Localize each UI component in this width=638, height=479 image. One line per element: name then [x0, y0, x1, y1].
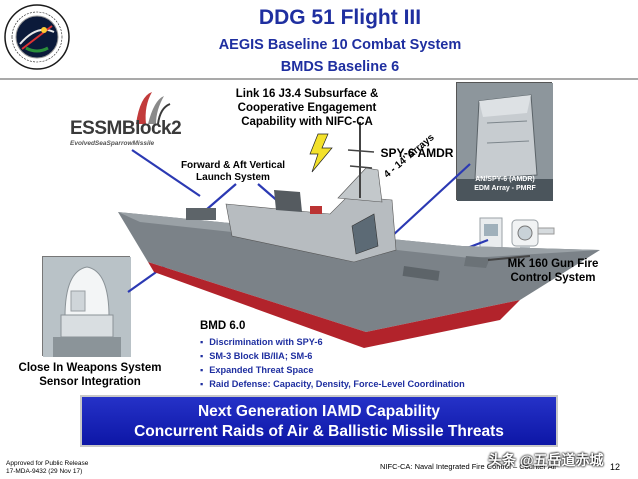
ship-superstructure: [225, 195, 397, 263]
release-line1: Approved for Public Release: [6, 460, 89, 467]
essm-logo-subtext: EvolvedSeaSparrowMissile: [70, 140, 155, 147]
release-line2: 17-MDA-9432 (29 Nov 17): [6, 468, 83, 476]
page-title: DDG 51 Flight III: [258, 6, 422, 29]
spy6-arrow: [391, 163, 471, 237]
bmd-item: Expanded Threat Space: [200, 363, 465, 377]
spy6-array-face: [351, 213, 379, 255]
bmd-item: Raid Defense: Capacity, Density, Force-L…: [200, 377, 464, 391]
mk160-label: MK 160 Gun Fire Control System: [507, 258, 599, 284]
essm-arrow: [131, 149, 201, 197]
banner-line2: Concurrent Raids of Air & Ballistic Miss…: [134, 423, 504, 440]
header-divider: [0, 78, 638, 80]
vls-fwd-cells: [402, 266, 440, 281]
link16-label: Link 16 J3.4 Subsurface & Cooperative En…: [235, 88, 379, 128]
ship-hull: [118, 212, 600, 332]
bmd-item: Discrimination with SPY-6: [200, 335, 465, 349]
ciws-photo: [42, 256, 131, 357]
datalink-lightning-icon: [309, 133, 333, 173]
ship-hull-waterline: [148, 262, 520, 348]
spy6-radar-photo: AN/SPY-6 (AMDR) EDM Array - PMRF: [456, 82, 553, 201]
page-subtitle-2: BMDS Baseline 6: [280, 59, 400, 75]
page-subtitle: AEGIS Baseline 10 Combat System: [218, 37, 462, 53]
capability-banner: Next Generation IAMD Capability Concurre…: [80, 395, 558, 447]
banner-line1: Next Generation IAMD Capability: [197, 403, 440, 420]
vls-label: Forward & Aft Vertical Launch System: [180, 160, 286, 183]
essm-block2-logo: ESSMBlock2 EvolvedSeaSparrowMissile: [66, 86, 182, 154]
essm-logo-text: ESSMBlock2: [70, 118, 182, 139]
spy6-caption-line2: EDM Array - PMRF: [474, 184, 536, 192]
spy6-photo-caption: AN/SPY-6 (AMDR) EDM Array - PMRF: [463, 176, 547, 193]
ciws-label: Close In Weapons System Sensor Integrati…: [18, 362, 162, 388]
agency-seal-icon: [4, 4, 70, 70]
footer-nifc-note: NIFC-CA: Naval Integrated Fire Control –…: [380, 462, 557, 471]
ship-funnel: [274, 190, 302, 212]
spy6-caption-line1: AN/SPY-6 (AMDR): [475, 176, 535, 184]
watermark-text: 头条 @五岳道赤城: [488, 452, 604, 468]
page-number: 12: [610, 462, 621, 472]
bmd-feature-list: Discrimination with SPY-6 SM-3 Block IB/…: [200, 335, 465, 391]
bmd-item: SM-3 Block IB/IIA; SM-6: [200, 349, 465, 363]
release-notice: Approved for Public Release 17-MDA-9432 …: [6, 460, 88, 477]
vls-aft-cells: [186, 208, 216, 220]
ship-flag: [310, 206, 322, 214]
vls-fwd-arrow: [205, 183, 237, 211]
spy6-amdr-label: SPY-6 AMDR: [380, 146, 454, 160]
bmd-title: BMD 6.0: [200, 320, 246, 332]
ship-gun: [464, 256, 490, 268]
